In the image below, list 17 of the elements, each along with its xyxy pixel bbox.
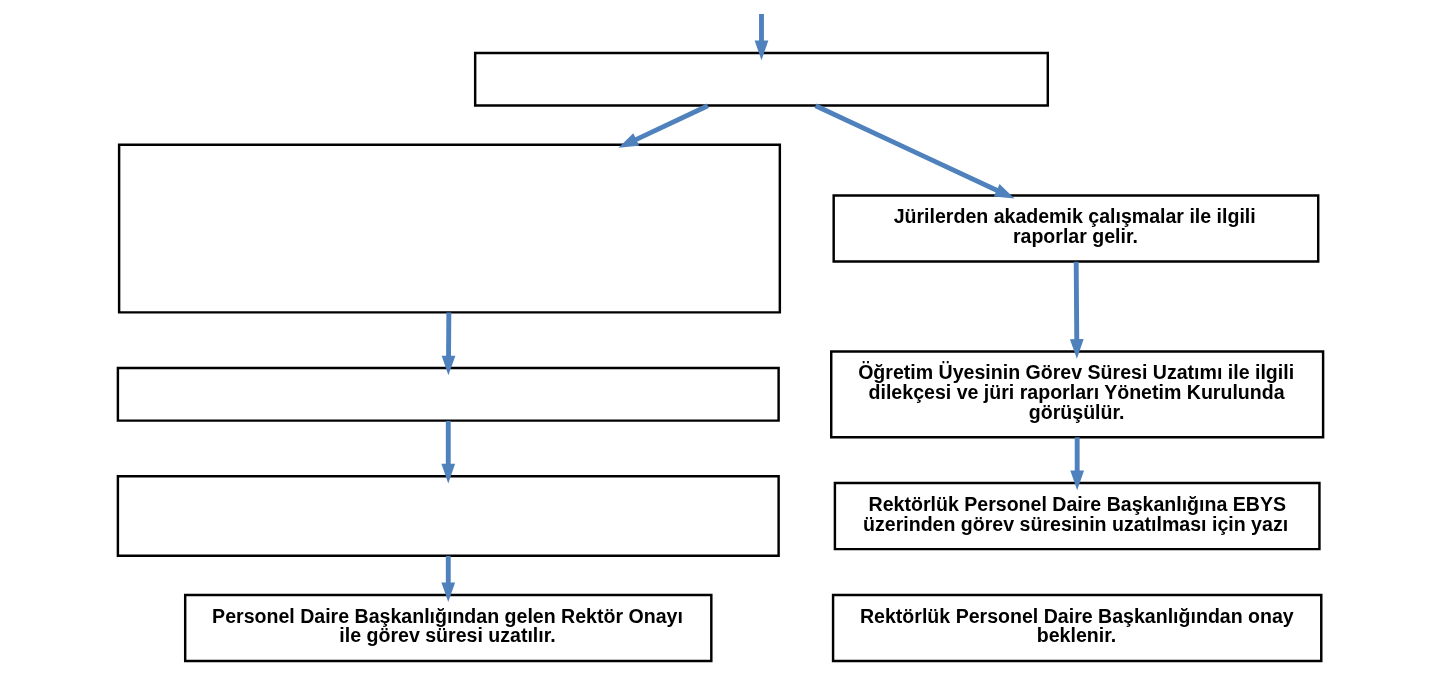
arrow <box>1070 437 1085 491</box>
node-box: Rektörlük Personel Daire Başkanlığından onay beklenir. <box>831 593 1323 663</box>
arrow <box>1069 261 1084 359</box>
node-box <box>473 51 1050 107</box>
arrow <box>441 555 456 603</box>
arrow <box>814 103 1015 199</box>
node-box: Rektörlük Personel Daire Başkanlığına EBYS üzerinden görev süresinin uzatılması için yazı <box>833 481 1321 551</box>
node-box <box>116 475 780 558</box>
node-box: Öğretim Üyesinin Görev Süresi Uzatımı ile ilgili dilekçesi ve jüri raporları Yönetim Kurulunda görüşülür. <box>830 350 1325 439</box>
node-box: Personel Daire Başkanlığından gelen Rektör Onayı ile görev süresi uzatılır. <box>183 593 713 663</box>
arrow <box>441 420 456 484</box>
arrow <box>618 103 709 148</box>
arrow <box>754 14 769 61</box>
node-box <box>117 143 782 314</box>
node-box: Jürilerden akademik çalışmalar ile ilgili raporlar gelir. <box>832 194 1320 263</box>
node-box <box>116 366 780 422</box>
arrow <box>441 312 456 376</box>
